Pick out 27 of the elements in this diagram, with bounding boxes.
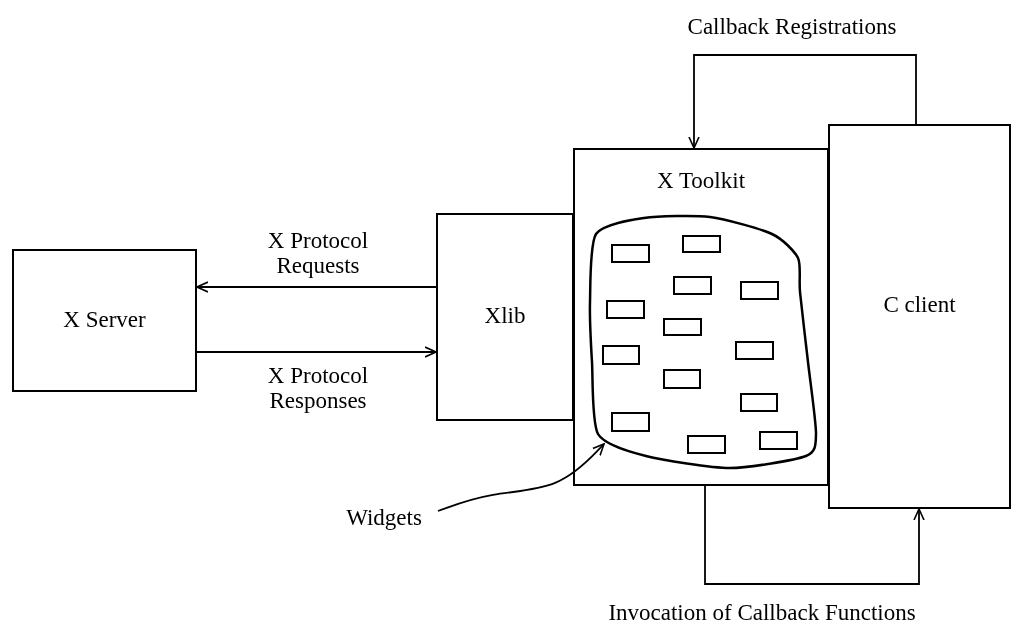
process-box [606, 300, 645, 319]
process-box [673, 276, 712, 295]
box-label: C client [882, 292, 957, 318]
process-box [735, 341, 774, 360]
callout-label: Widgets [345, 505, 423, 531]
process-box [12, 249, 197, 392]
arrow [688, 54, 917, 149]
leader-line [437, 443, 605, 512]
process-box [759, 431, 798, 450]
process-box [663, 369, 701, 389]
arrow [704, 485, 925, 585]
process-box [828, 124, 1011, 509]
box-label: X Toolkit [655, 168, 747, 194]
process-box [611, 244, 650, 263]
box-label: X Server [62, 307, 147, 333]
process-box [687, 435, 726, 454]
process-box [436, 213, 574, 421]
process-box [602, 345, 640, 365]
process-box [740, 281, 779, 300]
process-box [682, 235, 721, 253]
box-label: Xlib [483, 303, 527, 329]
process-box [573, 148, 829, 486]
process-box [740, 393, 778, 412]
arrow [196, 346, 437, 358]
process-box [611, 412, 650, 432]
arrow [196, 281, 437, 293]
process-box [663, 318, 702, 336]
